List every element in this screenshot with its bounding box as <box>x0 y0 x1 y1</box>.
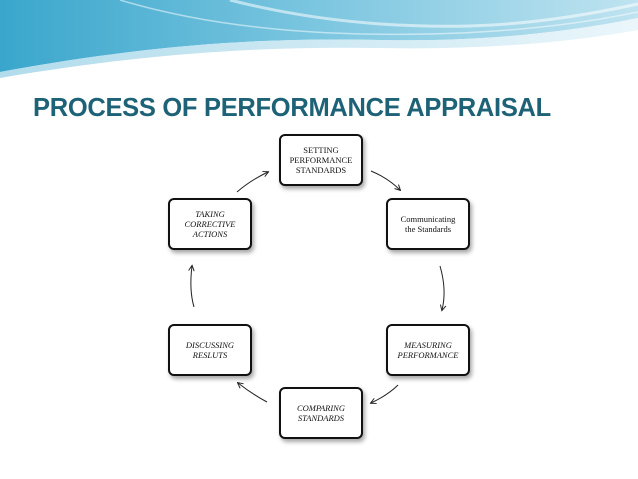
arrow-setting-to-communicating <box>370 170 400 190</box>
step-label: DISCUSSING RESLUTS <box>185 340 235 360</box>
arrow-measuring-to-comparing <box>371 384 399 403</box>
step-discussing-results: DISCUSSING RESLUTS <box>168 324 252 376</box>
step-label: MEASURING PERFORMANCE <box>397 340 459 360</box>
step-label: COMPARING STANDARDS <box>296 403 345 423</box>
header-wave-decoration <box>0 0 638 78</box>
arrow-discussing-to-taking <box>191 266 194 308</box>
step-setting-performance-standards: SETTING PERFORMANCE STANDARDS <box>279 134 363 186</box>
step-label: SETTING PERFORMANCE STANDARDS <box>289 145 353 175</box>
step-comparing-standards: COMPARING STANDARDS <box>279 387 363 439</box>
step-communicating-the-standards: Communicating the Standards <box>386 198 470 250</box>
step-measuring-performance: MEASURING PERFORMANCE <box>386 324 470 376</box>
step-label: TAKING CORRECTIVE ACTIONS <box>184 209 236 239</box>
arrow-taking-to-setting <box>236 172 268 193</box>
arrow-comparing-to-discussing <box>238 383 268 403</box>
step-taking-corrective-actions: TAKING CORRECTIVE ACTIONS <box>168 198 252 250</box>
step-label: Communicating the Standards <box>400 214 456 234</box>
slide-title: PROCESS OF PERFORMANCE APPRAISAL <box>33 94 551 122</box>
arrow-communicating-to-measuring <box>439 265 444 310</box>
